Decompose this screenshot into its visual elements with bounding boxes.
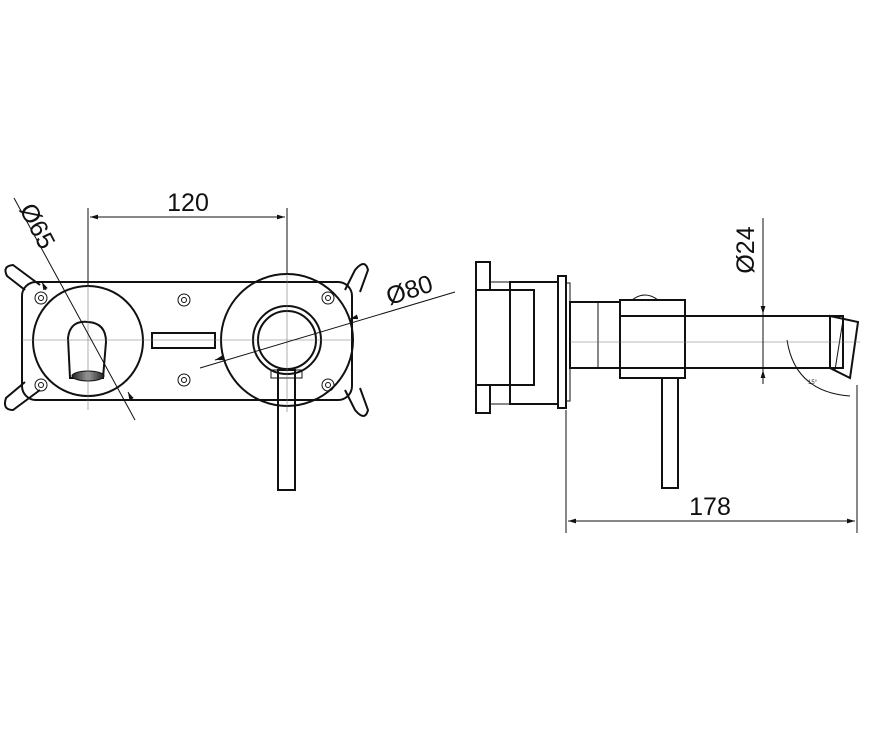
screw-hole xyxy=(177,293,191,307)
dimension-diameter-65: Ø65 xyxy=(13,197,136,421)
lever-handle xyxy=(277,369,296,491)
mounting-ear-top-right xyxy=(344,263,370,293)
spout-body xyxy=(569,301,844,369)
screw-hole xyxy=(34,378,48,392)
dimension-label-diameter-24: Ø24 xyxy=(732,226,760,273)
spout-tip xyxy=(829,314,860,380)
cover-plate xyxy=(557,275,567,409)
body-housing xyxy=(475,289,535,386)
mounting-plate xyxy=(21,281,353,401)
screw-hole xyxy=(177,373,191,387)
side-lever-handle xyxy=(661,377,679,489)
mounting-ear-bottom-left xyxy=(3,381,41,412)
dimension-178: 178 xyxy=(565,385,858,533)
screw-hole xyxy=(321,291,335,305)
spout-outlet xyxy=(66,320,108,382)
center-slot xyxy=(151,332,216,349)
dimension-label-diameter-80: Ø80 xyxy=(383,270,437,311)
swivel-arc xyxy=(786,339,851,397)
lever-collar xyxy=(270,369,303,379)
mounting-ear-bottom-right xyxy=(344,387,370,417)
wall-bracket xyxy=(475,261,491,414)
angle-label: 15° xyxy=(808,380,818,386)
dimension-120: 120 xyxy=(87,189,288,286)
mounting-ear-top-left xyxy=(4,263,41,291)
dimension-diameter-24: Ø24 xyxy=(732,218,766,384)
side-lever-body xyxy=(619,299,686,379)
front-view xyxy=(3,263,370,491)
dimension-diameter-80: Ø80 xyxy=(199,270,456,369)
dimension-label-120: 120 xyxy=(167,189,209,217)
dimension-label-178: 178 xyxy=(689,493,731,521)
side-view: 15° xyxy=(475,261,860,489)
dimension-label-diameter-65: Ø65 xyxy=(14,199,61,254)
screw-hole xyxy=(34,291,48,305)
